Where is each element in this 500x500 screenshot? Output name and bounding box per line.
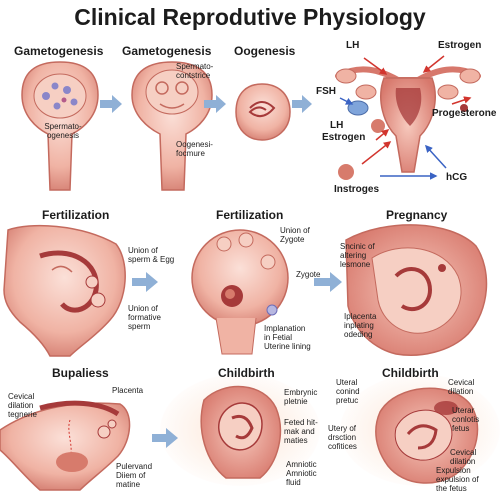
label-amniotic: Amniotic Amniotic fluid: [286, 460, 317, 487]
oocyte-diagram: [235, 83, 291, 141]
hormone-label-hcg: hCG: [446, 172, 468, 183]
section-title-oogenesis: Oogenesis: [234, 44, 296, 58]
label-pulervand: Pulervand Diiem of matine: [116, 462, 153, 489]
testis-diagram-1: [21, 61, 99, 191]
label-union-sperm-egg: Union of sperm & Egg: [128, 246, 175, 264]
label-union-formative-sperm: Union of formative sperm: [128, 304, 161, 331]
label-placenta: Placenta: [112, 386, 144, 395]
section-title-childbirth-2: Childbirth: [382, 366, 439, 380]
label-uterar-conlotis: Uterar conlotis fetus: [452, 406, 480, 433]
label-embrynic: Embrynic pletnie: [284, 388, 318, 406]
section-title-gametogenesis-2: Gametogenesis: [122, 44, 212, 58]
hormone-label-estrogen-top: Estrogen: [438, 40, 482, 51]
hormone-label-lh-top: LH: [346, 40, 360, 51]
section-title-bupaliess: Bupaliess: [52, 366, 109, 380]
label-iplacenta: Iplacenta inplating odeding: [344, 312, 377, 339]
testis-diagram-2: [131, 61, 213, 191]
hormone-label-fsh: FSH: [316, 86, 336, 97]
label-utery-drsction: Utery of drsction cofitices: [328, 424, 357, 451]
label-implanation: Implanation in Fetial Uterine lining: [264, 324, 311, 351]
flow-arrows-row2: [132, 272, 342, 292]
label-uteral-conind: Uteral conind pretuc: [336, 378, 360, 405]
label-union-zygote: Union of Zygote: [280, 226, 310, 244]
flow-arrows-row3: [152, 428, 178, 448]
label-oogenesi-focmure: Oogenesi- focmure: [176, 140, 213, 158]
hormone-label-estrogen-mid: Estrogen: [322, 132, 366, 143]
label-cevical-dilation-right: Cevical dilation: [448, 378, 475, 396]
page-title: Clinical Reprodutive Physiology: [74, 4, 426, 30]
placenta-diagram: [0, 400, 131, 491]
section-title-fertilization-1: Fertilization: [42, 208, 110, 222]
flow-arrows-row1: [100, 95, 312, 113]
fertilization-diagram-1: [3, 224, 126, 357]
childbirth-diagram-2: [340, 374, 500, 486]
section-title-pregnancy: Pregnancy: [386, 208, 448, 222]
pregnancy-diagram: [345, 224, 488, 356]
label-snenic: Sncinic of altering lesmone: [340, 242, 375, 269]
label-feted: Feted hit- mak and maties: [284, 418, 318, 445]
section-title-fertilization-2: Fertilization: [216, 208, 284, 222]
hormone-label-instroges: Instroges: [334, 184, 380, 195]
section-title-childbirth-1: Childbirth: [218, 366, 275, 380]
hormone-label-lh-mid: LH: [330, 120, 344, 131]
fertilization-diagram-2: [191, 229, 289, 355]
section-title-gametogenesis-1: Gametogenesis: [14, 44, 104, 58]
label-expulsion: Expulsion expulsion of the fetus: [436, 466, 479, 493]
uterus-hormone-diagram: [335, 55, 481, 180]
label-spermatogenesis: Spermato- ogenesis: [44, 122, 82, 140]
label-spermato-contstrice: Spermato- contstrice: [176, 62, 214, 80]
label-zygote: Zygote: [296, 270, 321, 279]
childbirth-diagram-1: [160, 374, 320, 486]
hormone-label-progesterone: Progesterone: [432, 108, 497, 119]
label-cevical-dilation-low: Cevical dilation: [450, 448, 477, 466]
label-cevical-dilation-left: Cevical dilation tegnerie: [8, 392, 37, 419]
